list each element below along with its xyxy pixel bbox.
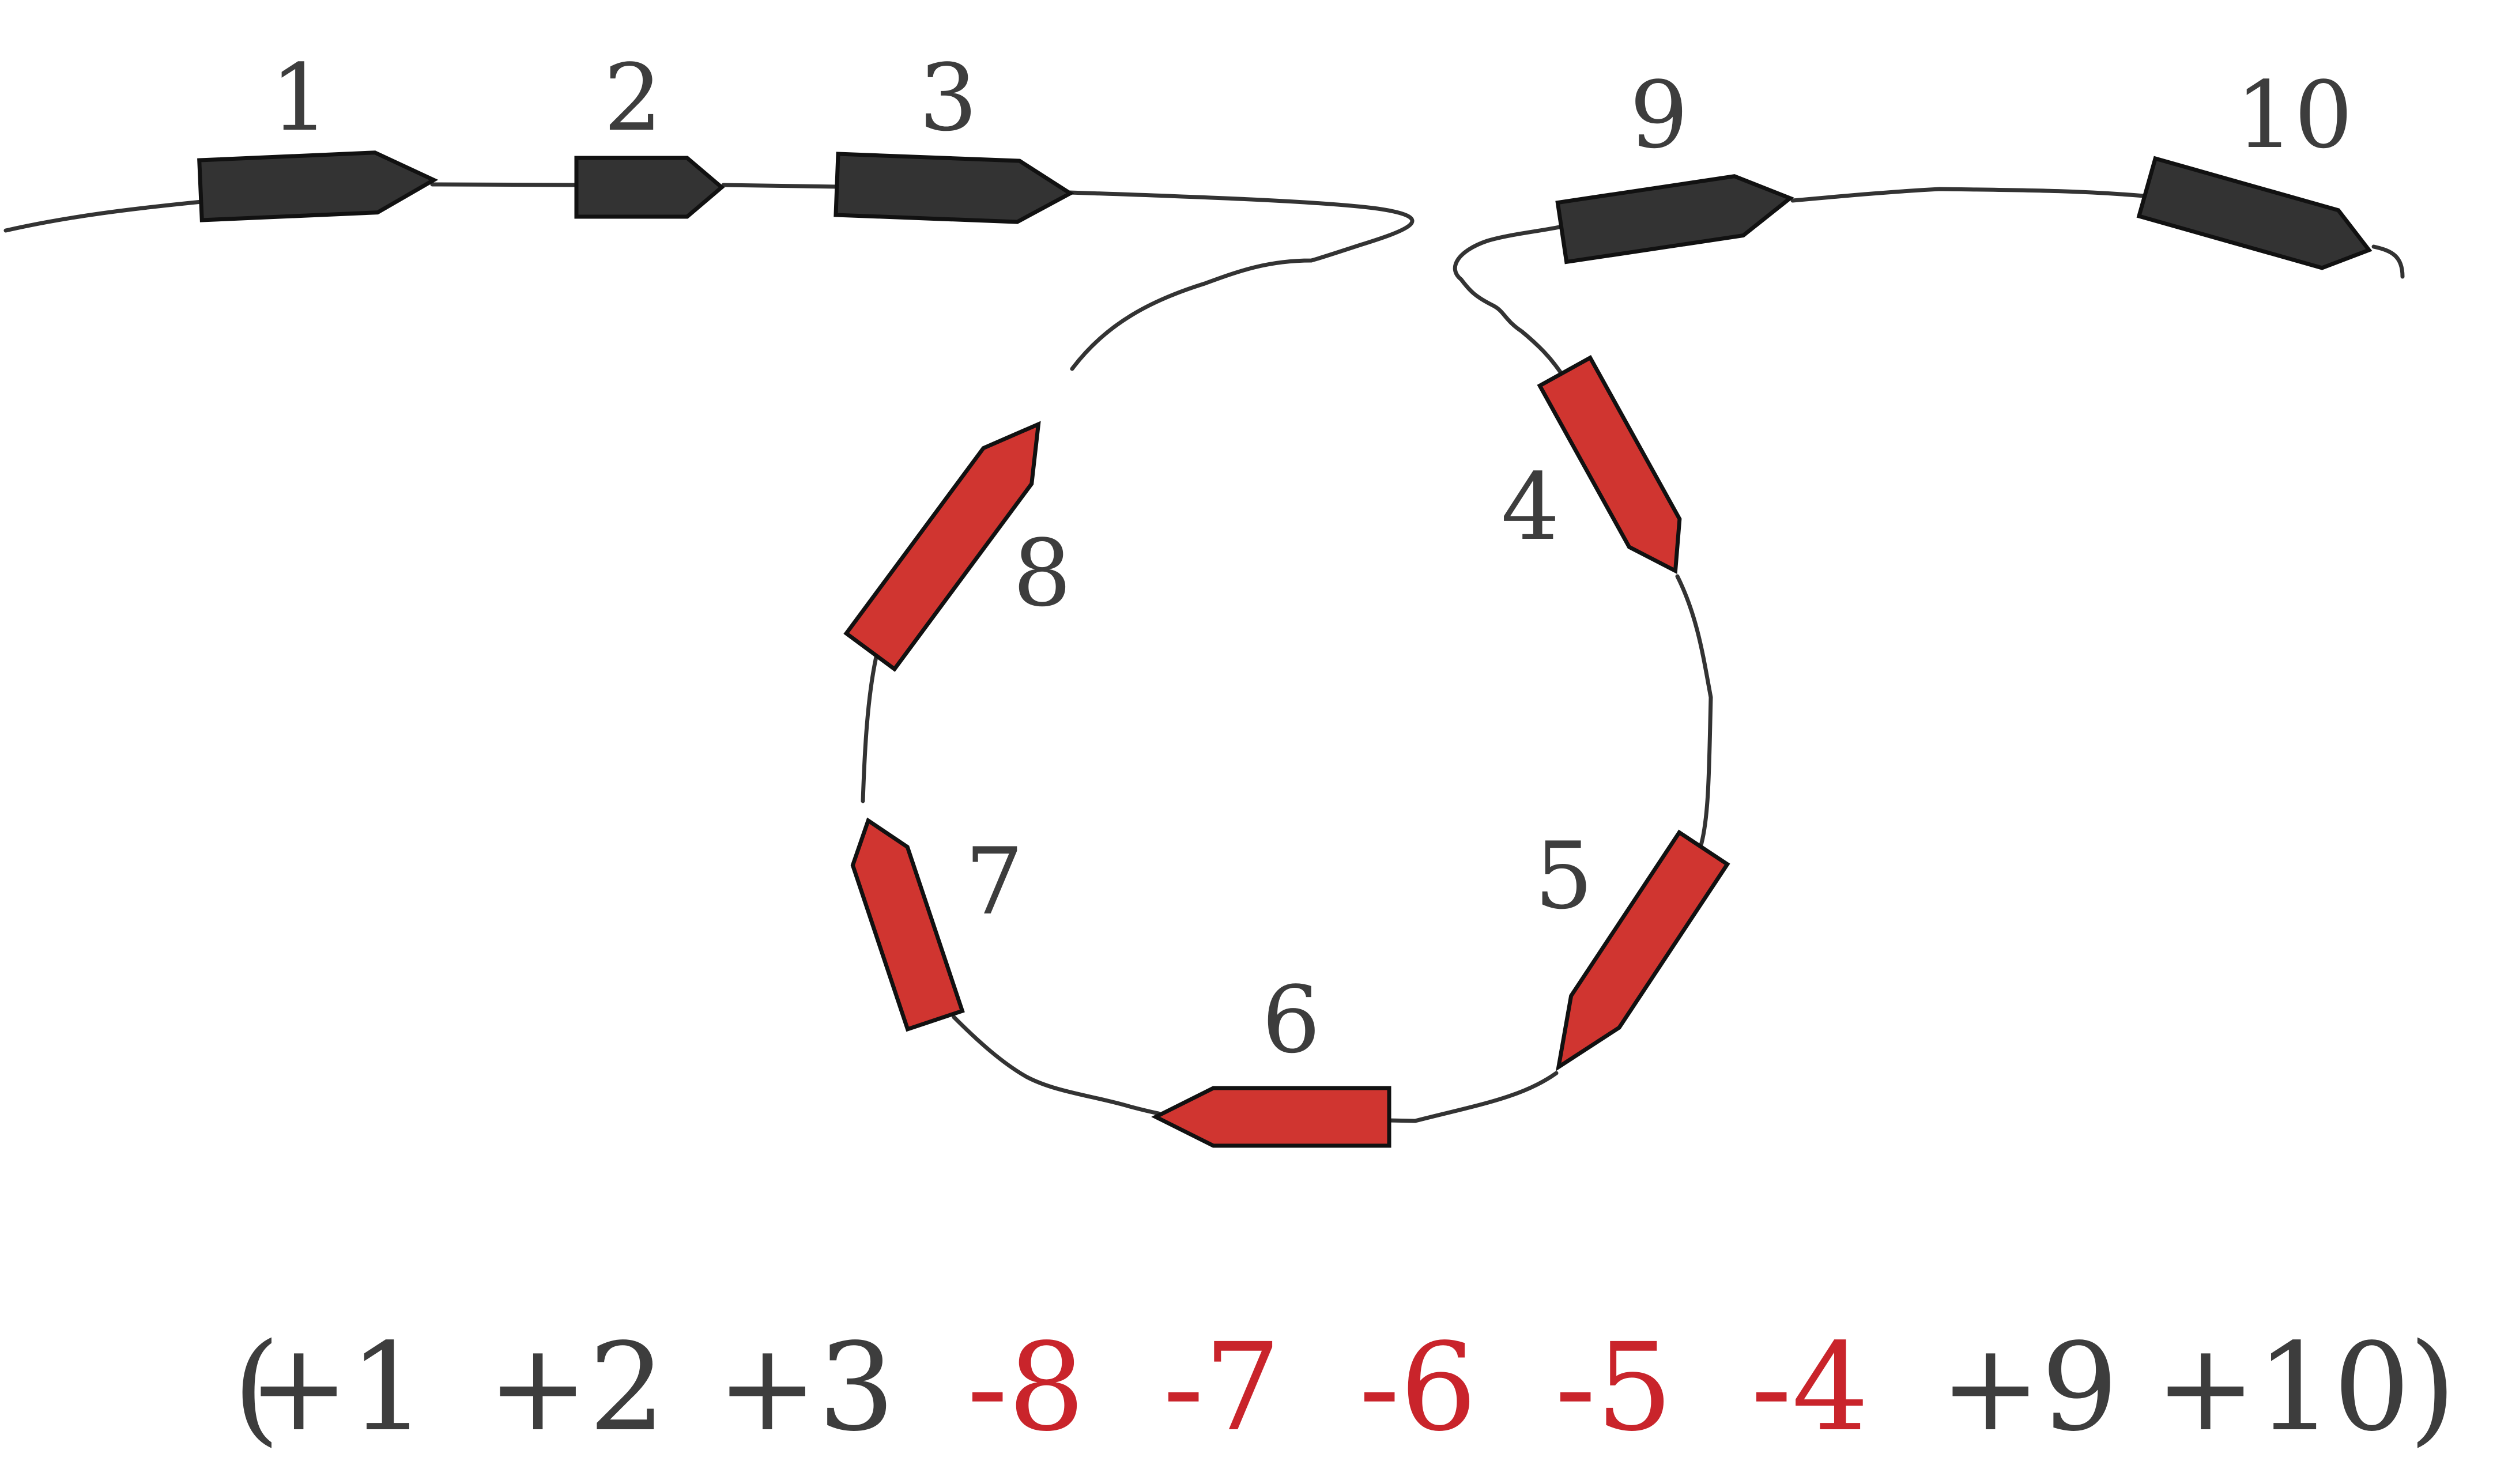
- gene-1-arrow: [197, 150, 439, 222]
- gene-2-label: 2: [604, 44, 662, 152]
- permutation-item: +3: [716, 1317, 895, 1458]
- permutation-item: -8: [967, 1317, 1085, 1458]
- gene-5-label: 5: [1534, 822, 1593, 930]
- gene-8-label: 8: [1013, 519, 1072, 627]
- backbone-2-3: [721, 183, 841, 189]
- gene-5-arrow: [1556, 829, 1730, 1071]
- permutation-item: +9: [1940, 1317, 2118, 1458]
- gene-10-arrow: [2136, 156, 2373, 270]
- gene-7-label: 7: [965, 828, 1024, 935]
- gene-4-label: 4: [1501, 453, 1560, 561]
- gene-2-arrow: [574, 156, 725, 219]
- permutation-close-paren: ): [2409, 1317, 2456, 1458]
- gene-9-arrow: [1555, 174, 1794, 265]
- backbone-left-tail: [3, 199, 204, 233]
- backbone: [3, 182, 2405, 1123]
- permutation-open-paren: (: [233, 1317, 280, 1458]
- permutation-item: -5: [1555, 1317, 1673, 1458]
- gene-9-label: 9: [1630, 61, 1688, 169]
- backbone-5-4: [1675, 574, 1713, 849]
- gene-labels: 1 2 3 4 5 6 7 8 9 10: [270, 44, 2353, 1074]
- gene-8-arrow: [843, 421, 1041, 672]
- gene-6-arrow: [1151, 1086, 1391, 1148]
- backbone-1-2: [430, 182, 579, 187]
- signed-permutation: ( +1 +2 +3 -8 -7 -6 -5 -4 +9 +10 ): [233, 1317, 2456, 1458]
- permutation-item: -4: [1751, 1317, 1869, 1458]
- gene-10-label: 10: [2235, 61, 2353, 169]
- permutation-item: +1: [248, 1317, 427, 1458]
- backbone-4-to-9-loop: [1453, 224, 1564, 377]
- permutation-item: -6: [1359, 1317, 1477, 1458]
- permutation-item: +10: [2155, 1317, 2410, 1458]
- backbone-6-5: [1387, 1071, 1559, 1123]
- backbone-right-tail: [2371, 244, 2405, 279]
- gene-blocks: [197, 150, 2373, 1148]
- backbone-9-10: [1790, 187, 2147, 203]
- gene-4-arrow: [1537, 355, 1682, 574]
- backbone-3-to-8-loop: [1067, 190, 1415, 371]
- permutation-item: -7: [1163, 1317, 1281, 1458]
- gene-3-label: 3: [919, 44, 978, 152]
- gene-1-label: 1: [270, 44, 329, 152]
- backbone-7-6: [952, 1015, 1161, 1116]
- gene-6-label: 6: [1262, 966, 1321, 1074]
- backbone-8-7: [861, 655, 878, 803]
- gene-7-arrow: [850, 817, 965, 1032]
- gene-3-arrow: [833, 152, 1074, 224]
- permutation-item: +2: [487, 1317, 666, 1458]
